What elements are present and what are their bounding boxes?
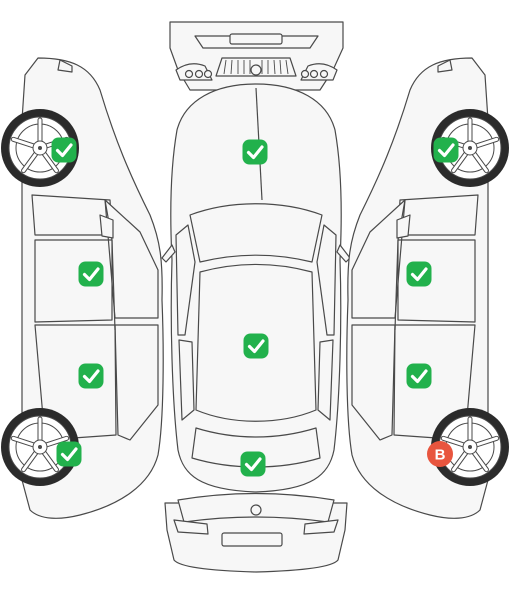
left-rear-wheel-graphic xyxy=(1,408,79,486)
rear-view xyxy=(164,492,348,573)
left-rear-wheel-check-icon[interactable] xyxy=(56,441,82,467)
roof-check-icon[interactable] xyxy=(243,333,269,359)
right-rear-wheel-damage-marker[interactable]: B xyxy=(427,441,453,467)
left-front-door-check-icon[interactable] xyxy=(78,261,104,287)
left-rear-door-check-icon[interactable] xyxy=(78,363,104,389)
top-view xyxy=(161,83,351,493)
inspection-markers: B xyxy=(51,137,459,477)
left-front-wheel-check-icon[interactable] xyxy=(51,137,77,163)
front-view xyxy=(169,21,344,91)
right-front-door-check-icon[interactable] xyxy=(406,261,432,287)
right-front-wheel-check-icon[interactable] xyxy=(433,137,459,163)
hood-check-icon[interactable] xyxy=(242,139,268,165)
left-front-wheel-graphic xyxy=(1,109,79,187)
trunk-check-icon[interactable] xyxy=(240,451,266,477)
right-rear-wheel-damage-label: B xyxy=(435,447,446,464)
right-rear-door-check-icon[interactable] xyxy=(406,363,432,389)
right-front-wheel-graphic xyxy=(431,109,509,187)
